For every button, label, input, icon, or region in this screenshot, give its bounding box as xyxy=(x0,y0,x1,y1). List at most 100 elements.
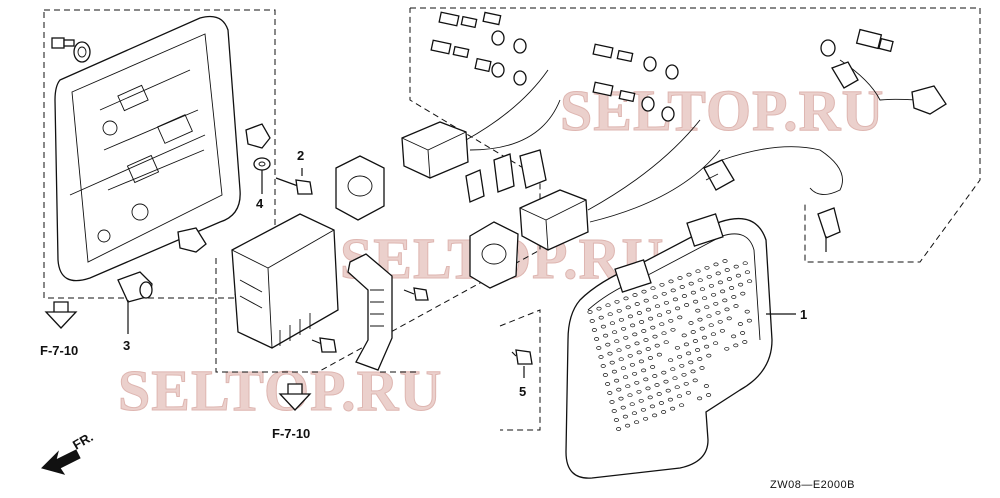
vent-hole xyxy=(733,304,739,308)
vent-hole xyxy=(658,401,664,405)
vent-hole xyxy=(654,343,660,348)
vent-hole xyxy=(706,274,712,279)
vent-hole xyxy=(670,406,676,411)
vent-hole xyxy=(701,335,707,340)
vent-hole xyxy=(634,341,640,346)
vent-hole xyxy=(729,286,735,290)
vent-hole xyxy=(618,317,624,322)
inverter-module-part xyxy=(231,213,339,349)
vent-hole xyxy=(603,333,609,338)
vent-hole xyxy=(683,381,689,386)
vent-hole xyxy=(706,353,712,358)
vent-hole xyxy=(713,341,719,346)
vent-hole xyxy=(724,307,730,312)
front-arrow-label: FR. xyxy=(70,429,96,452)
vent-hole xyxy=(625,305,631,310)
ref-4: 4 xyxy=(256,196,264,211)
vent-hole xyxy=(735,273,741,278)
cover-bolt-part xyxy=(511,349,533,365)
vent-hole xyxy=(677,315,683,320)
vent-hole xyxy=(639,320,645,324)
fig-ref-center: F-7-10 xyxy=(272,426,310,441)
vent-hole xyxy=(612,330,618,335)
vent-hole xyxy=(670,288,676,293)
vent-hole xyxy=(747,279,753,284)
vent-hole xyxy=(650,365,656,369)
vent-hole xyxy=(679,363,685,368)
vent-hole xyxy=(681,294,687,298)
vent-hole xyxy=(666,309,672,314)
vent-hole xyxy=(715,271,721,276)
vent-hole xyxy=(713,301,719,306)
vent-hole xyxy=(661,410,667,414)
vent-hole xyxy=(611,369,617,374)
ref-2: 2 xyxy=(297,148,304,163)
vent-hole xyxy=(733,264,739,269)
vent-hole xyxy=(690,290,696,295)
grommet-part xyxy=(73,41,91,63)
bolt-small-b xyxy=(311,337,337,353)
vent-hole xyxy=(668,358,674,363)
vent-hole xyxy=(737,322,743,326)
vent-hole xyxy=(681,372,687,377)
vent-hole xyxy=(677,354,683,359)
vent-hole xyxy=(697,396,703,401)
vent-hole xyxy=(607,312,613,317)
watermark-top: SELTOP.RU xyxy=(560,78,884,143)
cable-a xyxy=(465,69,561,151)
vent-hole xyxy=(627,353,633,358)
vent-hole xyxy=(708,323,714,328)
vent-hole xyxy=(668,318,674,323)
vent-hole xyxy=(699,326,705,331)
vent-hole xyxy=(717,319,723,324)
vent-hole xyxy=(676,394,682,399)
vent-hole xyxy=(625,344,631,349)
vent-hole xyxy=(605,382,611,386)
vent-hole xyxy=(703,384,709,388)
vent-hole xyxy=(638,359,644,364)
vent-hole xyxy=(652,374,658,378)
vent-hole xyxy=(631,411,637,416)
vent-hole xyxy=(645,386,651,391)
vent-hole xyxy=(605,342,611,347)
vent-hole xyxy=(686,272,692,277)
vent-hole xyxy=(677,276,683,280)
vent-hole xyxy=(704,305,710,310)
vent-hole xyxy=(731,334,737,339)
vent-hole xyxy=(672,376,678,381)
vent-hole xyxy=(622,414,628,419)
inverter-group-frame xyxy=(215,8,541,373)
vent-hole xyxy=(594,337,600,341)
fig-ref-left: F-7-10 xyxy=(40,343,78,358)
clip-part xyxy=(245,123,271,149)
vent-hole xyxy=(668,279,674,284)
vent-hole xyxy=(697,278,703,283)
vent-hole xyxy=(623,375,629,380)
ref-5: 5 xyxy=(519,384,526,399)
vent-hole xyxy=(672,297,678,302)
vent-hole xyxy=(630,323,636,328)
vent-hole xyxy=(711,292,717,297)
vent-hole xyxy=(690,330,696,334)
vent-hole xyxy=(636,350,642,355)
vent-hole xyxy=(652,334,658,339)
cable-b xyxy=(587,119,721,223)
vent-hole xyxy=(634,380,640,385)
vent-hole xyxy=(674,345,680,350)
vent-hole xyxy=(667,397,673,402)
vent-hole xyxy=(661,291,667,296)
connector-right-top xyxy=(820,28,894,89)
inverter-cover-part xyxy=(565,213,773,479)
vent-hole xyxy=(731,295,737,299)
vent-hole xyxy=(614,299,620,304)
vent-hole xyxy=(744,309,750,314)
bolt-2-part xyxy=(275,177,313,195)
vent-hole xyxy=(598,315,604,320)
vent-hole xyxy=(609,360,615,365)
vent-hole xyxy=(706,393,712,397)
vent-hole xyxy=(647,395,653,400)
vent-hole xyxy=(704,344,710,349)
cable-c xyxy=(721,146,843,195)
vent-hole xyxy=(614,378,620,383)
control-panel-group xyxy=(43,9,276,299)
